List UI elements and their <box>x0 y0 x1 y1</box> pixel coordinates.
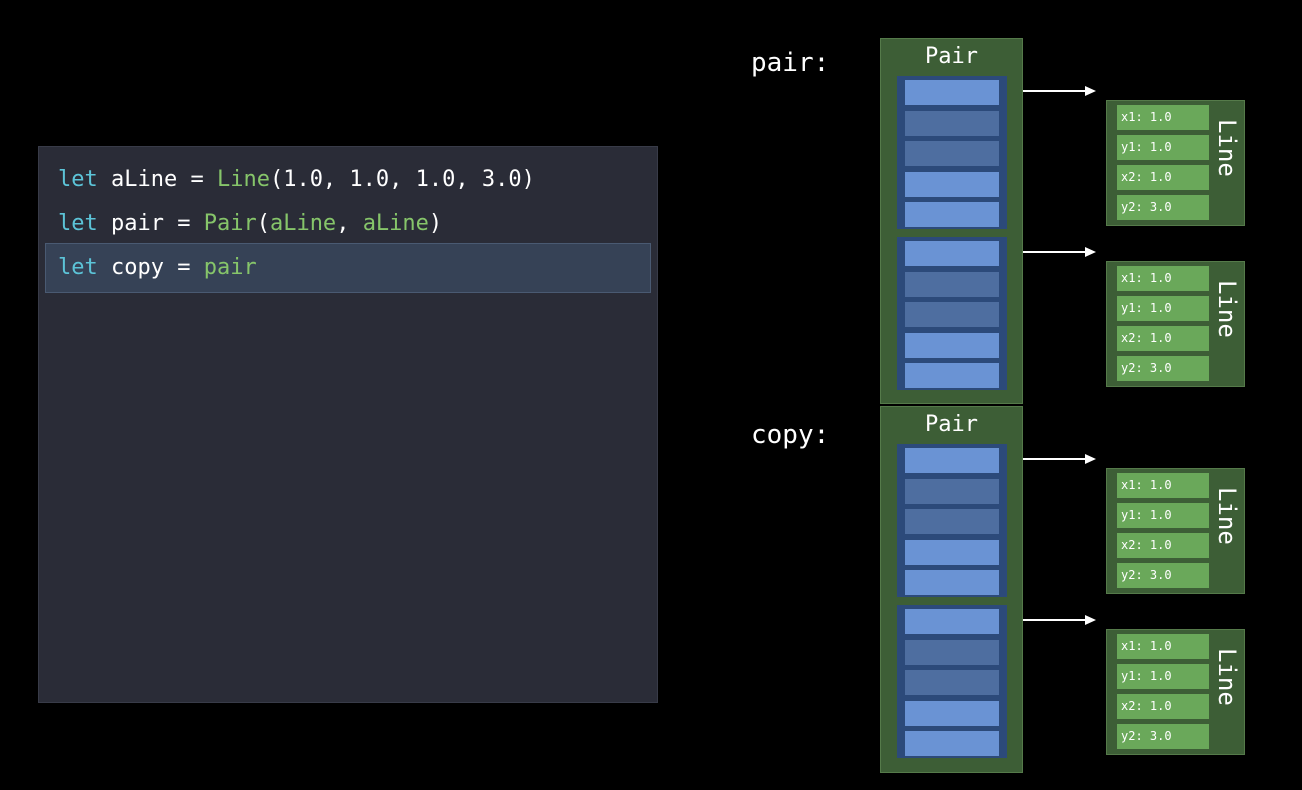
storage-slot <box>905 479 999 504</box>
line-reference-slots <box>897 76 1007 229</box>
line-title: Line <box>1213 648 1241 706</box>
line-field: x2: 1.0 <box>1117 165 1209 190</box>
identifier-token: pair <box>203 255 257 280</box>
code-token: , <box>336 211 363 236</box>
line-field: y2: 3.0 <box>1117 563 1209 588</box>
pair-title: Pair <box>925 412 978 437</box>
code-line-3: let copy = pair <box>45 243 651 293</box>
line-field: x2: 1.0 <box>1117 533 1209 558</box>
line-title: Line <box>1213 487 1241 545</box>
code-token: ( <box>256 211 270 236</box>
line-field: x1: 1.0 <box>1117 634 1209 659</box>
storage-slot <box>905 202 999 227</box>
pair-instance: Pair <box>880 406 1023 773</box>
line-reference-slots <box>897 605 1007 758</box>
storage-slot <box>905 363 999 388</box>
keyword-token: let <box>58 211 98 236</box>
pair-title: Pair <box>925 44 978 69</box>
storage-slot <box>905 570 999 595</box>
line-title: Line <box>1213 280 1241 338</box>
line-field: y2: 3.0 <box>1117 724 1209 749</box>
line-field: y1: 1.0 <box>1117 296 1209 321</box>
keyword-token: let <box>58 167 98 192</box>
storage-slot <box>905 731 999 756</box>
storage-slot <box>905 540 999 565</box>
storage-slot <box>905 141 999 166</box>
identifier-token: aLine <box>362 211 429 236</box>
identifier-token: Line <box>216 167 270 192</box>
code-token: aLine = <box>97 167 217 192</box>
pointer-slot <box>905 448 999 473</box>
pair-instance: Pair <box>880 38 1023 404</box>
storage-slot <box>905 111 999 136</box>
storage-slot <box>905 640 999 665</box>
line-field: x1: 1.0 <box>1117 105 1209 130</box>
line-field: x2: 1.0 <box>1117 326 1209 351</box>
variable-label: copy: <box>751 420 830 450</box>
line-reference-slots <box>897 444 1007 597</box>
identifier-token: Pair <box>203 211 257 236</box>
line-field: x1: 1.0 <box>1117 473 1209 498</box>
line-field: y2: 3.0 <box>1117 356 1209 381</box>
code-line-2: let pair = Pair(aLine, aLine) <box>45 199 651 249</box>
storage-slot <box>905 509 999 534</box>
line-field: y1: 1.0 <box>1117 503 1209 528</box>
storage-slot <box>905 670 999 695</box>
line-field: y2: 3.0 <box>1117 195 1209 220</box>
code-editor: let aLine = Line(1.0, 1.0, 1.0, 3.0) let… <box>38 146 658 703</box>
identifier-token: aLine <box>269 211 337 236</box>
storage-slot <box>905 701 999 726</box>
code-line-1: let aLine = Line(1.0, 1.0, 1.0, 3.0) <box>45 155 651 205</box>
line-title: Line <box>1213 119 1241 177</box>
storage-slot <box>905 333 999 358</box>
pointer-slot <box>905 609 999 634</box>
line-reference-slots <box>897 237 1007 390</box>
code-token: (1.0, 1.0, 1.0, 3.0) <box>269 167 535 192</box>
line-field: y1: 1.0 <box>1117 664 1209 689</box>
pointer-slot <box>905 80 999 105</box>
line-field: y1: 1.0 <box>1117 135 1209 160</box>
code-token: ) <box>428 211 443 236</box>
pointer-slot <box>905 241 999 266</box>
code-token: pair = <box>97 211 204 236</box>
storage-slot <box>905 272 999 297</box>
line-field: x1: 1.0 <box>1117 266 1209 291</box>
keyword-token: let <box>58 255 98 280</box>
storage-slot <box>905 172 999 197</box>
storage-slot <box>905 302 999 327</box>
line-field: x2: 1.0 <box>1117 694 1209 719</box>
variable-label: pair: <box>751 48 830 78</box>
code-token: copy = <box>97 255 204 280</box>
